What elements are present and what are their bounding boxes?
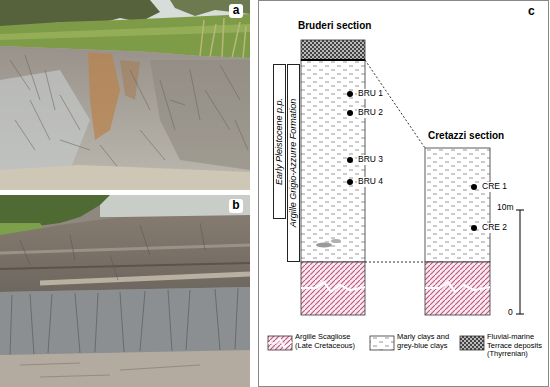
scale-bar xyxy=(516,210,524,314)
photo-b xyxy=(0,195,250,387)
correlation-lines xyxy=(365,60,425,148)
sample-label: BRU 3 xyxy=(357,155,384,165)
legend-text: Fluvial-marine Terrace deposits (Thyrren… xyxy=(487,333,544,359)
bruderi-column xyxy=(301,262,365,315)
photo-a xyxy=(88,52,120,140)
cretazzi-column xyxy=(471,225,477,231)
scale-label: 0 xyxy=(508,308,513,318)
epoch-band: Early Pleistocene p.p. xyxy=(273,64,286,219)
correlation-lines xyxy=(365,262,425,263)
cretazzi-column xyxy=(425,148,490,262)
scale-label: 10m xyxy=(497,203,514,213)
bruderi-column xyxy=(301,60,365,262)
photo-b xyxy=(0,350,250,387)
photo-a xyxy=(150,60,250,170)
photo-a xyxy=(0,70,90,175)
panel-letter: c xyxy=(528,5,535,19)
section-title: Cretazzi section xyxy=(428,130,504,142)
bruderi-column xyxy=(331,239,341,243)
cretazzi-column xyxy=(425,262,490,315)
bruderi-column xyxy=(347,110,353,116)
cretazzi-column xyxy=(471,184,477,190)
photo-a xyxy=(0,165,250,190)
photo-a xyxy=(0,0,250,190)
bruderi-column xyxy=(301,59,365,61)
panel-frame xyxy=(259,1,549,387)
bruderi-column xyxy=(347,157,353,163)
cretazzi-column xyxy=(425,282,490,292)
photo-b xyxy=(0,263,250,269)
sample-label: CRE 2 xyxy=(481,223,508,233)
bruderi-column xyxy=(347,91,353,97)
sample-label: CRE 1 xyxy=(481,182,508,192)
photo-b xyxy=(20,363,200,377)
formation-band: Argille Grigio-Azzurre Formation xyxy=(287,64,300,262)
bruderi-column xyxy=(347,179,353,185)
sample-label: BRU 1 xyxy=(357,89,384,99)
bruderi-column xyxy=(301,40,365,315)
sample-label: BRU 2 xyxy=(357,108,384,118)
photo-b xyxy=(10,288,238,355)
panel-letter: b xyxy=(229,199,243,213)
photo-a xyxy=(0,46,250,190)
photo-b xyxy=(0,245,250,253)
legend-swatches xyxy=(268,336,292,350)
photo-b xyxy=(40,274,250,283)
photo-a xyxy=(0,0,250,190)
photo-b xyxy=(0,287,250,360)
legend-swatches xyxy=(370,336,394,350)
legend-text: Argille Scagliose (Late Cretaceous) xyxy=(295,333,367,350)
photo-b xyxy=(0,195,250,387)
panel-letter: a xyxy=(229,4,243,18)
photo-b xyxy=(20,223,205,280)
section-title: Bruderi section xyxy=(298,20,371,32)
photo-b xyxy=(0,215,250,292)
photo-b xyxy=(100,195,250,217)
legend-swatches xyxy=(268,339,292,347)
bruderi-column xyxy=(301,282,365,292)
band-label: Argille Grigio-Azzurre Formation xyxy=(288,65,298,261)
bruderi-column xyxy=(316,243,332,248)
photo-a xyxy=(120,60,140,100)
scale-bar xyxy=(516,210,524,314)
band-label: Early Pleistocene p.p. xyxy=(274,65,284,218)
legend-swatches xyxy=(460,336,484,350)
legend-text: Marly clays and grey-blue clays xyxy=(397,333,457,350)
photo-a xyxy=(10,55,248,170)
photo-a xyxy=(0,24,250,40)
bruderi-column xyxy=(301,40,365,60)
photo-a xyxy=(200,18,246,58)
sample-label: BRU 4 xyxy=(357,177,384,187)
